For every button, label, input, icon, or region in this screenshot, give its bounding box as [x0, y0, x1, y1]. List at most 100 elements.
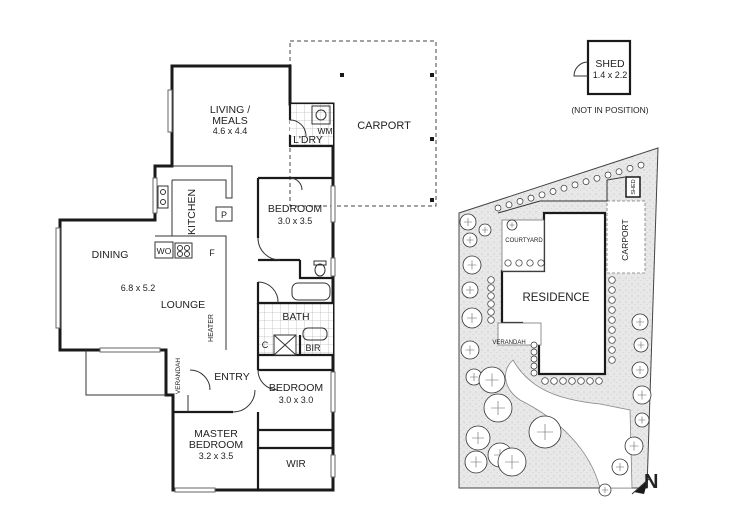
hedge-shrub — [608, 336, 616, 344]
hedge-shrub — [487, 316, 495, 324]
tree-branches — [509, 222, 515, 228]
hedge-dots — [487, 161, 645, 385]
site-trees — [459, 213, 652, 497]
hedge-shrub — [593, 174, 601, 182]
hedge-shrub — [504, 259, 512, 267]
hedge-shrub — [626, 165, 634, 172]
windows — [55, 89, 336, 493]
tree-branches — [472, 432, 484, 444]
hedge-shrub — [487, 292, 495, 300]
tree-branches — [467, 260, 477, 270]
bath-label: BATH — [282, 311, 309, 323]
fridge-label: F — [209, 248, 215, 258]
tree-branches — [505, 455, 519, 469]
hedge-shrub — [608, 316, 616, 324]
hedge-shrub — [549, 188, 557, 195]
heater-label: HEATER — [208, 314, 215, 342]
tree-branches — [466, 236, 474, 244]
tree-branches — [638, 416, 646, 424]
bedroom3-dims: 3.0 x 3.0 — [279, 395, 314, 405]
tree-branches — [470, 373, 478, 381]
master-label-line2: BEDROOM — [189, 439, 243, 451]
hedge-shrub — [586, 377, 594, 385]
site-carport-label: CARPORT — [620, 219, 630, 260]
driveway — [505, 359, 633, 489]
tree-branches — [602, 487, 608, 493]
hedge-shrub — [487, 284, 495, 292]
hedge-shrub — [637, 161, 645, 169]
interior-walls — [171, 104, 333, 490]
site-verandah — [497, 322, 542, 346]
shed-label: SHED — [595, 58, 625, 70]
north-arrow: N — [631, 471, 658, 495]
hedge-shrub — [530, 355, 538, 363]
site-shed-label: SHED — [631, 179, 637, 194]
master-label-line1: MASTER — [194, 428, 238, 440]
tree-branches — [537, 424, 553, 440]
hedge-shrub — [582, 178, 590, 185]
site-plan: RESIDENCE COURTYARD VERANDAH CARPORT SHE… — [458, 147, 659, 497]
wm-label: WM — [317, 126, 332, 136]
door-swings — [189, 119, 307, 413]
tree-branches — [465, 345, 475, 355]
entry-label: ENTRY — [214, 371, 249, 383]
hedge-shrub — [560, 184, 568, 192]
hedge-shrub — [541, 377, 549, 385]
hedge-shrub — [608, 326, 616, 334]
hedge-shrub — [487, 276, 495, 284]
tree-branches — [637, 390, 647, 400]
tree-branches — [470, 456, 482, 468]
tree-branches — [466, 286, 474, 294]
hedge-shrub — [530, 348, 538, 356]
hedge-shrub — [527, 194, 535, 202]
hedge-shrub — [604, 171, 612, 179]
hedge-shrub — [595, 377, 603, 385]
kitchen-label: KITCHEN — [186, 189, 198, 235]
shed-dims: 1.4 x 2.2 — [593, 70, 628, 80]
tree-branches — [467, 313, 477, 323]
hedge-shrub — [530, 362, 538, 370]
tree-branches — [482, 227, 488, 233]
living-dims: 4.6 x 4.4 — [213, 126, 248, 136]
hedge-shrub — [494, 204, 502, 212]
site-shed — [625, 176, 641, 198]
hedge-shrub — [537, 259, 545, 267]
tree-branches — [629, 441, 639, 451]
hedge-shrub — [608, 286, 616, 294]
kitchen-bench — [154, 165, 233, 350]
living-label: LIVING / — [210, 104, 250, 116]
site-verandah-label: VERANDAH — [492, 340, 525, 346]
bedroom2-label: BEDROOM — [268, 203, 322, 215]
hedge-shrub — [577, 377, 585, 385]
dining-label: DINING — [92, 249, 129, 261]
meals-label: MEALS — [212, 115, 248, 127]
tree-branches — [464, 218, 472, 226]
wall-oven-label: WO — [157, 246, 172, 256]
hedge-shrub — [571, 181, 579, 189]
shed-note: (NOT IN POSITION) — [571, 105, 648, 115]
site-carport — [606, 200, 646, 274]
hedge-shrub — [487, 308, 495, 316]
bath-fixtures — [273, 105, 331, 356]
verandah — [85, 350, 189, 412]
site-residence-label: RESIDENCE — [522, 292, 589, 304]
carport-posts — [340, 73, 434, 202]
hedge-shrub — [608, 296, 616, 304]
hedge-shrub — [516, 198, 524, 205]
tree-branches — [491, 401, 505, 415]
hedge-shrub — [515, 259, 523, 267]
bedroom3-label: BEDROOM — [269, 382, 323, 394]
hedge-shrub — [608, 306, 616, 314]
master-dims: 3.2 x 3.5 — [199, 451, 234, 461]
tree-branches — [636, 318, 644, 326]
hedge-shrub — [550, 377, 558, 385]
hedge-shrub — [608, 356, 616, 364]
tree-branches — [616, 463, 624, 471]
linen-label: C — [262, 340, 269, 350]
north-label: N — [644, 471, 658, 493]
hedge-shrub — [559, 377, 567, 385]
laundry-label: L'DRY — [293, 134, 323, 146]
bir-label: BIR — [305, 343, 321, 353]
hedge-shrub — [608, 346, 616, 354]
